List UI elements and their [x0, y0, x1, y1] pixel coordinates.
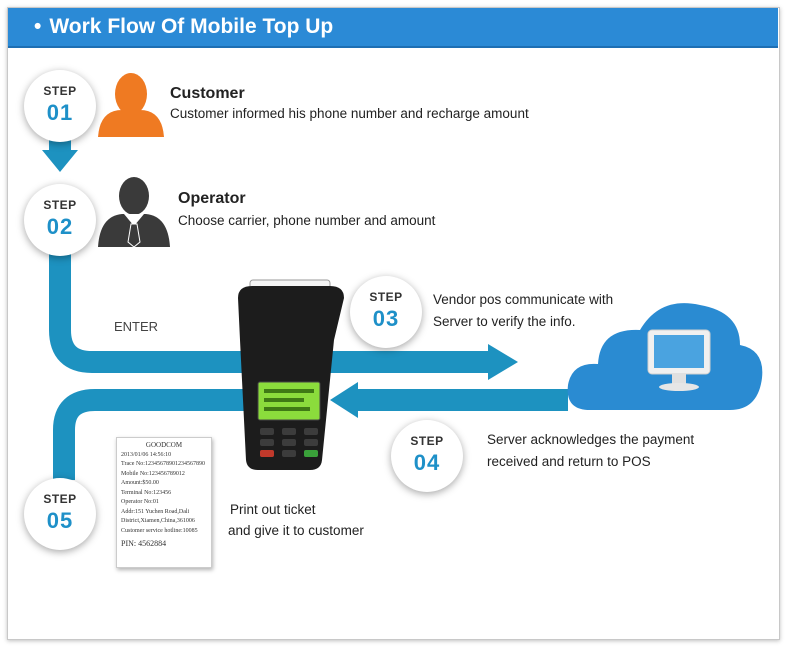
- ticket-line: GOODCOM: [145, 441, 183, 449]
- customer-title: Customer: [170, 85, 245, 102]
- arrow-down-icon: [42, 150, 78, 172]
- arrow-left-icon: [330, 382, 358, 418]
- operator-description: Choose carrier, phone number and amount: [178, 213, 436, 228]
- step-label: STEP: [410, 434, 444, 448]
- enter-label: ENTER: [114, 319, 159, 334]
- arrow-right-icon: [488, 344, 518, 380]
- operator-title: Operator: [178, 190, 246, 207]
- ticket-pin: PIN: 4562884: [121, 539, 167, 548]
- step-number: 03: [372, 306, 400, 331]
- vendor-line-2: Server to verify the info.: [433, 314, 576, 329]
- step-02-badge: STEP 02: [24, 184, 96, 256]
- ticket-line: Mobile No:123456789012: [121, 470, 185, 477]
- step-01-badge: STEP 01: [24, 70, 96, 142]
- ticket-line: Addr:151 Yuchen Road,Dali: [121, 508, 190, 515]
- page-title: •Work Flow Of Mobile Top Up: [34, 15, 334, 38]
- customer-icon: [98, 73, 164, 137]
- step-label: STEP: [43, 492, 77, 506]
- step-label: STEP: [369, 290, 403, 304]
- ticket-line: Amount:$50.00: [121, 480, 159, 486]
- ticket-line: Trace No:12345678901234567890: [121, 461, 205, 467]
- step-label: STEP: [43, 198, 77, 212]
- step-05-badge: STEP 05: [24, 478, 96, 550]
- step-label: STEP: [43, 84, 77, 98]
- server-line-1: Server acknowledges the payment: [487, 432, 695, 447]
- ticket-line: Terminal No:123456: [121, 489, 172, 496]
- vendor-line-1: Vendor pos communicate with: [433, 292, 614, 307]
- flow-path-to-print: [53, 389, 245, 480]
- cloud-server-icon: [567, 303, 763, 410]
- server-line-2: received and return to POS: [487, 454, 651, 469]
- print-line-1: Print out ticket: [230, 502, 316, 517]
- ticket-line: District,Xiamen,China,361006: [121, 518, 195, 524]
- step-number: 04: [413, 450, 441, 475]
- customer-description: Customer informed his phone number and r…: [170, 106, 529, 121]
- step-03-badge: STEP 03: [350, 276, 422, 348]
- operator-icon: [98, 177, 170, 248]
- step-number: 01: [46, 100, 74, 125]
- ticket-line: 2013/01/06 14:56:10: [121, 451, 172, 458]
- step-04-badge: STEP 04: [391, 420, 463, 492]
- step-number: 02: [46, 214, 74, 239]
- printed-ticket: GOODCOM 2013/01/06 14:56:10 Trace No:123…: [116, 437, 212, 568]
- header-bar: •Work Flow Of Mobile Top Up: [8, 8, 778, 48]
- flow-path-to-server: [49, 240, 490, 373]
- flow-path-from-server: [354, 389, 568, 411]
- step-number: 05: [46, 508, 74, 533]
- print-line-2: and give it to customer: [228, 523, 364, 538]
- pos-terminal-icon: [238, 279, 344, 470]
- ticket-line: Operator No:01: [121, 499, 159, 505]
- ticket-line: Customer service hotline:10085: [121, 527, 198, 534]
